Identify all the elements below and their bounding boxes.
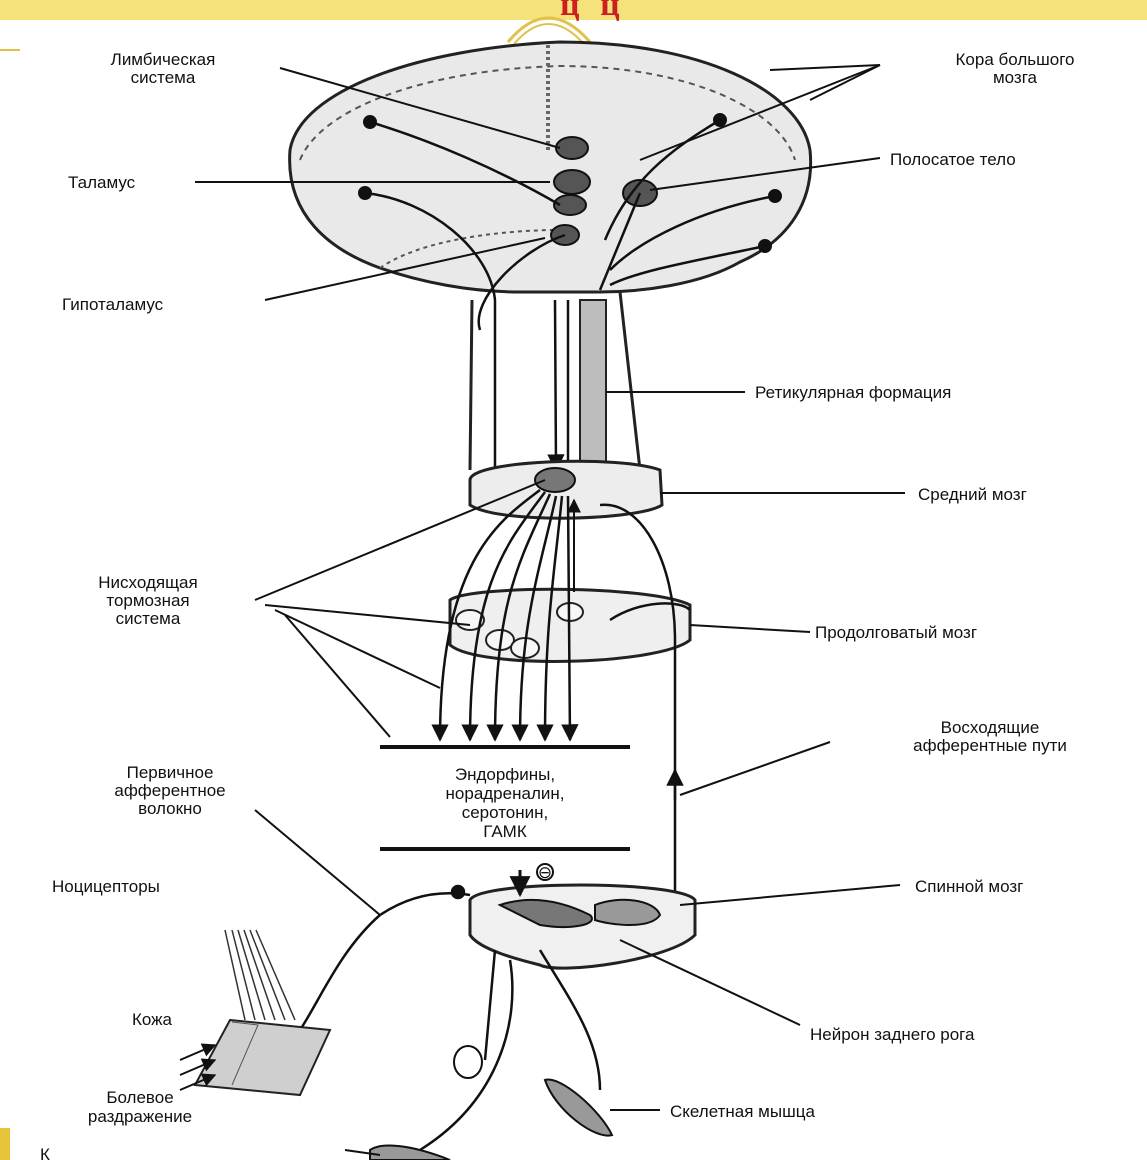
label-primary-fiber-line2: афферентное [114,781,225,800]
label-spinal-cord: Спинной мозг [915,877,1023,896]
label-mediators-line1: Эндорфины, [455,765,555,784]
spinal-cord-disc [470,864,695,968]
label-skeletal-muscle: Скелетная мышца [670,1102,815,1121]
label-mediators-line2: норадреналин, [446,784,565,803]
label-primary-fiber-line1: Первичное [127,763,214,782]
label-thalamus: Таламус [68,173,136,192]
label-inhibition-sign: ⊖ [538,863,552,882]
label-primary-fiber-line3: волокно [138,799,202,818]
ascending-afferent-path [600,505,690,900]
nociceptor-fan [225,930,295,1020]
label-pain-stimulus-line1: Болевое [106,1088,173,1107]
thalamus-nucleus [554,170,590,194]
ganglion-shape [454,1046,482,1078]
label-hypothalamus: Гипоталамус [62,295,164,314]
label-cortex-line1: Кора большого [956,50,1075,69]
label-descending-line1: Нисходящая [98,573,197,592]
label-limbic-line2: система [131,68,196,87]
limbic-nucleus [556,137,588,159]
lower-muscle-shape [370,1145,450,1160]
brain-cerebrum-shape [290,42,811,292]
label-midbrain: Средний мозг [918,485,1027,504]
label-mediators-line3: серотонин, [462,803,549,822]
label-cortex-line2: мозга [993,68,1038,87]
label-reticular: Ретикулярная формация [755,383,951,402]
label-skin: Кожа [132,1010,173,1029]
label-bottom-cut: К [40,1145,50,1160]
midbrain-disc [470,461,662,518]
label-nociceptors: Ноцицепторы [52,877,160,896]
label-descending-line3: система [116,609,181,628]
label-striatum: Полосатое тело [890,150,1016,169]
label-mediators-line4: ГАМК [483,822,527,841]
label-dorsal-horn: Нейрон заднего рога [810,1025,975,1044]
skeletal-muscle-shape [545,1080,612,1136]
label-descending-line2: тормозная [106,591,189,610]
label-ascending-line1: Восходящие [941,718,1040,737]
label-pain-stimulus-line2: раздражение [88,1107,192,1126]
motor-fibres [420,950,600,1150]
label-ascending-line2: афферентные пути [913,736,1067,755]
skin-block [195,1020,330,1095]
label-limbic-line1: Лимбическая [111,50,216,69]
label-medulla: Продолговатый мозг [815,623,977,642]
primary-afferent-fibre [300,886,470,1030]
